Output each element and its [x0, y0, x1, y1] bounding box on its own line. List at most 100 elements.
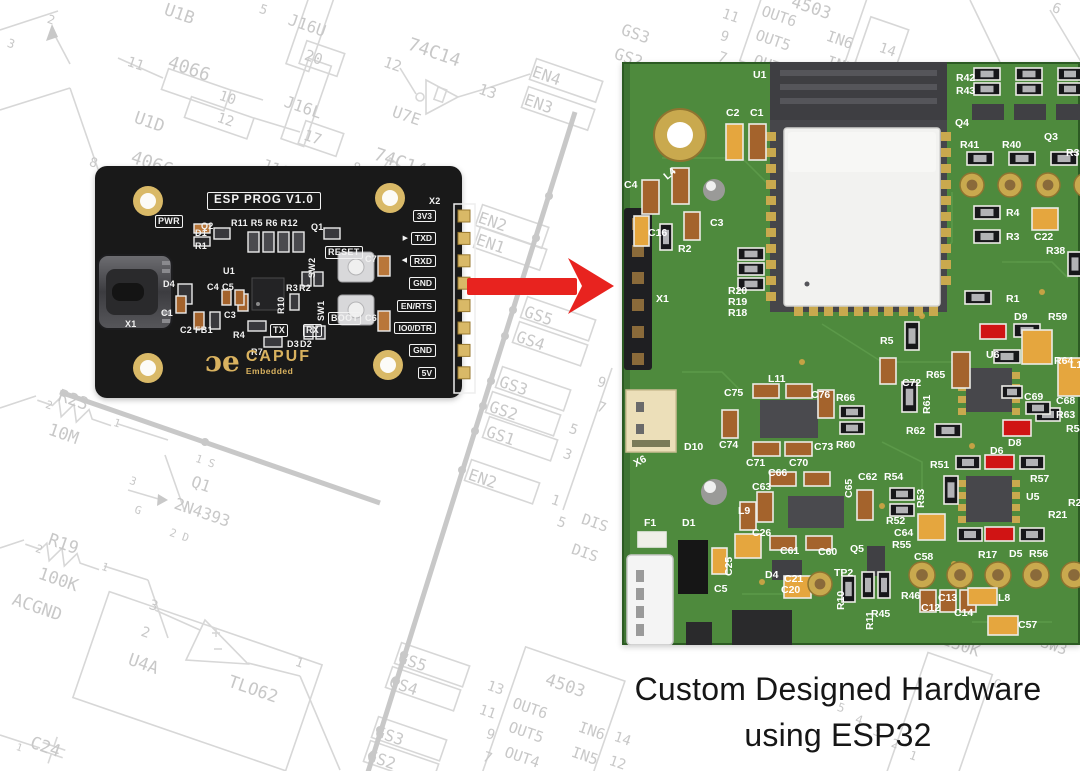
- arrow-right-icon: [467, 258, 614, 314]
- silkscreen-label: C6: [365, 313, 378, 323]
- silkscreen-label: Q1: [311, 222, 324, 232]
- pin-label: 5V: [417, 366, 436, 380]
- silkscreen-label: R4: [233, 330, 246, 340]
- silkscreen-label: R7: [251, 347, 264, 357]
- silkscreen-label: L11: [768, 373, 786, 385]
- silkscreen-label: R64: [1054, 355, 1074, 367]
- silkscreen-label: ESP PROG V1.0: [207, 192, 321, 210]
- pin-row: EN/RTS: [394, 295, 436, 317]
- silkscreen-label: C75: [724, 387, 744, 399]
- silkscreen-label: R43: [956, 85, 976, 97]
- silkscreen-label: R2: [678, 243, 692, 255]
- silkscreen-label: L10: [1070, 359, 1080, 371]
- silkscreen-label: R11 R5 R6 R12: [231, 218, 298, 228]
- silkscreen-label: R17: [978, 549, 998, 561]
- silkscreen-label: C7: [365, 254, 378, 264]
- silkscreen-label: C61: [780, 545, 800, 557]
- silkscreen-label: R11: [864, 611, 876, 630]
- rx-direction-icon: ◀: [401, 257, 408, 265]
- silkscreen-label: C71: [746, 457, 766, 469]
- silkscreen-label: R3: [286, 283, 299, 293]
- pin-row: GND: [394, 339, 436, 361]
- silkscreen-label: X1: [125, 319, 137, 329]
- silkscreen-label: SW1: [316, 300, 326, 321]
- silkscreen-label: Q2: [201, 221, 214, 231]
- silkscreen-label: R39: [1066, 147, 1080, 159]
- silkscreen-label: R22: [1068, 497, 1080, 509]
- silkscreen-label: C2: [180, 325, 193, 335]
- silkscreen-label: R19: [728, 296, 748, 308]
- silkscreen-label: D4: [765, 569, 779, 581]
- pin-label: TXD: [411, 232, 436, 245]
- silkscreen-label: C57: [1018, 619, 1038, 631]
- silkscreen-label: R1: [1006, 293, 1020, 305]
- pin-label: GND: [409, 277, 436, 290]
- silkscreen-label: C20: [781, 584, 801, 596]
- pin-label: IO0/DTR: [394, 321, 436, 335]
- silkscreen-label: R42: [956, 72, 976, 84]
- silkscreen-label: R1: [195, 241, 208, 251]
- silkscreen-label: C64: [894, 527, 914, 539]
- silkscreen-label: RESET: [325, 246, 363, 259]
- silkscreen-label: C73: [814, 441, 834, 453]
- silkscreen-label: L9: [738, 505, 751, 517]
- silkscreen-label: PWR: [155, 215, 183, 228]
- silkscreen-label: R46: [901, 590, 921, 602]
- silkscreen-label: TP2: [834, 567, 854, 579]
- pin-label: RXD: [410, 254, 436, 268]
- pin-row: 3V3: [394, 205, 436, 227]
- silkscreen-label: C65: [843, 478, 855, 498]
- pin-label: EN/RTS: [396, 299, 436, 312]
- silkscreen-label: C4: [624, 179, 638, 191]
- silkscreen-label: C3: [710, 217, 724, 229]
- silkscreen-label: C25: [723, 556, 735, 576]
- silkscreen-label: U6: [986, 349, 1000, 361]
- silkscreen-label: SW2: [307, 257, 317, 278]
- silkscreen-label: D4: [163, 279, 176, 289]
- brand-subtitle: Embedded: [245, 365, 294, 376]
- silkscreen-label: R55: [892, 539, 912, 551]
- silkscreen-label: D1: [682, 517, 696, 529]
- pin-row: ▶TXD: [394, 227, 436, 249]
- silkscreen-label: BOOT: [328, 312, 362, 325]
- caption-line-1: Custom Designed Hardware: [634, 671, 1042, 707]
- silkscreen-label: D10: [684, 441, 704, 453]
- silkscreen-label: C72: [902, 377, 922, 389]
- silkscreen-label: C62: [858, 471, 878, 483]
- silkscreen-label: C70: [789, 457, 809, 469]
- silkscreen-label: R10: [835, 590, 847, 610]
- silkscreen-label: R40: [1002, 139, 1022, 151]
- pin-row: IO0/DTR: [394, 317, 436, 339]
- caption: Custom Designed Hardware using ESP32: [598, 666, 1078, 758]
- silkscreen-label: C13: [938, 592, 958, 604]
- silkscreen-label: R57: [1030, 473, 1050, 485]
- pin-row: ◀RXD: [394, 250, 436, 272]
- silkscreen-label: TX: [270, 324, 289, 337]
- silkscreen-label: L8: [998, 592, 1011, 604]
- silkscreen-label: R54: [884, 471, 904, 483]
- silkscreen-label: C21: [784, 573, 804, 585]
- silkscreen-label: R59: [1048, 311, 1068, 323]
- tx-direction-icon: ▶: [402, 235, 408, 243]
- silkscreen-label: C1: [161, 308, 174, 318]
- silkscreen-label: R3: [1006, 231, 1020, 243]
- silkscreen-label: R66: [836, 392, 856, 404]
- silkscreen-label: X1: [656, 293, 669, 305]
- silkscreen-label: R58: [1066, 423, 1080, 435]
- esp-prog-components: [97, 183, 476, 394]
- silkscreen-label: D6: [990, 445, 1004, 457]
- silkscreen-label: R63: [1056, 409, 1076, 421]
- pin-row: GND: [394, 272, 436, 294]
- silkscreen-label: RX: [303, 324, 323, 337]
- silkscreen-label: R41: [960, 139, 980, 151]
- silkscreen-label: U1: [223, 266, 236, 276]
- silkscreen-label: C4: [207, 282, 220, 292]
- silkscreen-label: R45: [871, 608, 891, 620]
- silkscreen-label: D3: [287, 339, 300, 349]
- silkscreen-label: R5: [880, 335, 894, 347]
- esp32-board-components: [622, 62, 1080, 645]
- silkscreen-label: C69: [1024, 391, 1044, 403]
- silkscreen-label: R21: [1048, 509, 1068, 521]
- silkscreen-label: D2: [300, 339, 313, 349]
